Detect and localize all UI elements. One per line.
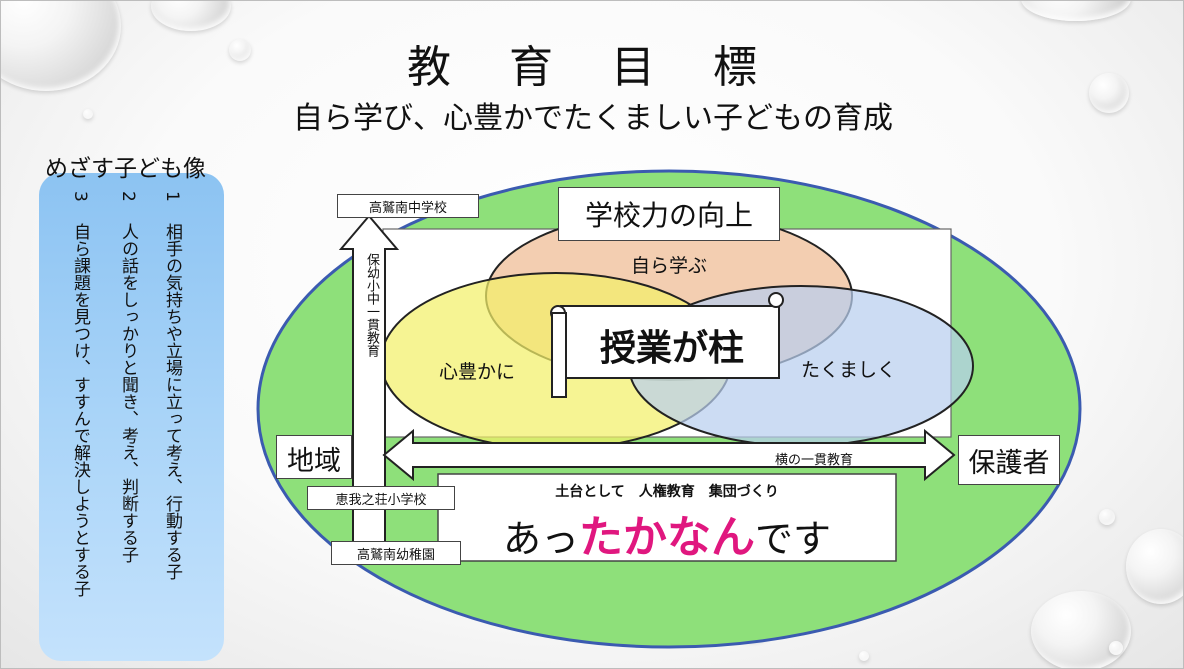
community-label: 地域 [287, 446, 341, 477]
water-drop-decoration [1099, 509, 1115, 525]
water-drop-decoration [1109, 641, 1123, 655]
junior-high-box [337, 194, 479, 218]
scroll-banner [560, 305, 780, 379]
page-title: 教 育 目 標 [407, 42, 779, 93]
vertical-arrow-label: 保幼小中一貫教育 [364, 253, 379, 357]
kindergarten-label: 高鷲南幼稚園 [356, 548, 435, 563]
water-drop-decoration [83, 109, 93, 119]
school-power-box [558, 187, 780, 241]
scroll-label: 授業が柱 [599, 328, 744, 369]
school-power-label: 学校力の向上 [584, 199, 753, 232]
water-drop-decoration [859, 651, 869, 661]
goal-text: 人の話をしっかりと聞き、考え、判断する子 [118, 223, 138, 563]
water-drop-decoration [1031, 591, 1131, 668]
elementary-label: 恵我之荘小学校 [335, 493, 427, 508]
page-subtitle: 自ら学び、心豊かでたくましい子どもの育成 [293, 101, 893, 136]
water-drop-decoration [1021, 1, 1131, 21]
guardians-box [958, 435, 1060, 485]
guardians-label: 保護者 [968, 448, 1050, 479]
foundation-box [437, 473, 897, 562]
kindergarten-box [331, 541, 461, 565]
circle-right-label: たくましく [801, 359, 897, 381]
water-drop-decoration [229, 39, 251, 61]
goal-text: 自ら課題を見つけ、すすんで解決しようとする子 [70, 223, 90, 597]
foundation-label: 土台として 人権教育 集団づくり [555, 484, 779, 500]
elementary-box [307, 486, 455, 510]
slogan-main: たかなん [579, 512, 755, 563]
scroll-curl [768, 292, 784, 308]
water-drop-decoration [1126, 529, 1183, 604]
circle-top-label: 自ら学ぶ [630, 255, 707, 277]
slogan: あったかなんです [438, 501, 896, 565]
slogan-suffix: です [755, 517, 832, 561]
circle-left-label: 心豊かに [439, 361, 516, 383]
goals-panel [39, 173, 224, 661]
goals-heading: めざす子ども像 [45, 156, 206, 182]
horizontal-arrow-label: 横の一貫教育 [775, 453, 854, 468]
junior-high-label: 高鷲南中学校 [368, 201, 447, 216]
goal-number: 2 [118, 191, 138, 202]
goal-number: 1 [162, 191, 182, 202]
slogan-prefix: あっ [502, 517, 579, 561]
goal-text: 相手の気持ちや立場に立って考え、行動する子 [162, 223, 182, 580]
horizontal-arrow [382, 428, 956, 482]
water-drop-decoration [1089, 73, 1129, 113]
goal-number: 3 [70, 191, 90, 202]
scroll-roll [551, 312, 567, 398]
community-box [276, 435, 352, 479]
